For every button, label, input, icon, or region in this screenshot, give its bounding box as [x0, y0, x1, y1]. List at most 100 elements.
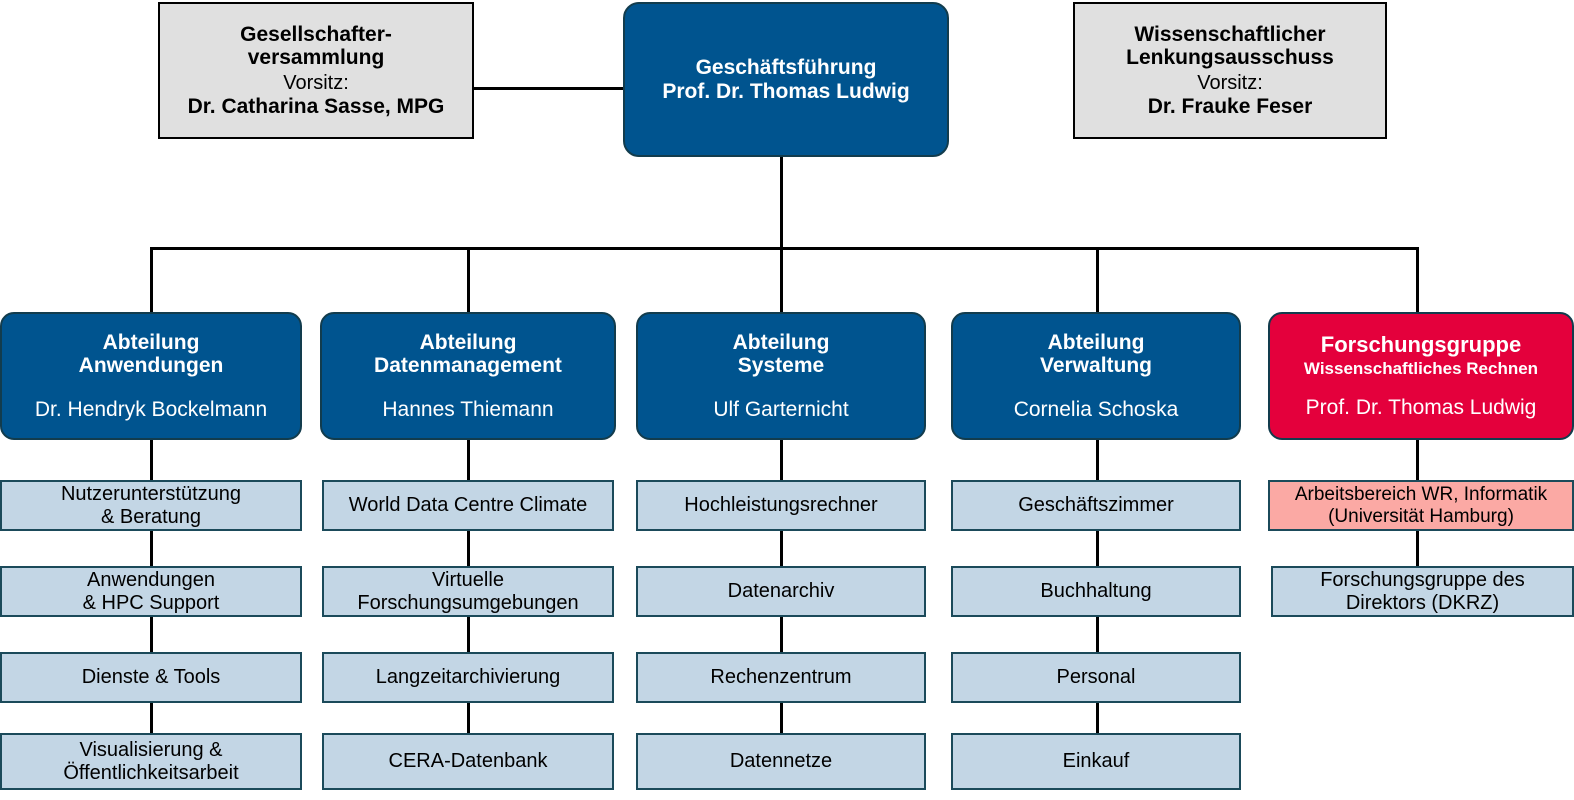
unit-box[interactable]: Geschäftszimmer	[951, 480, 1241, 531]
connector-bus-to-research-group	[1416, 247, 1419, 312]
steering-chair-person: Dr. Frauke Feser	[1147, 94, 1313, 118]
unit-label-line1: Einkauf	[1062, 750, 1130, 773]
unit-box[interactable]: Hochleistungsrechner	[636, 480, 926, 531]
shareholders-title-line2: versammlung	[247, 46, 385, 70]
scientific-steering-committee-box[interactable]: Wissenschaftlicher Lenkungsausschuss Vor…	[1073, 2, 1387, 139]
unit-label-line1: Virtuelle	[432, 569, 504, 592]
unit-label-line2: & HPC Support	[82, 591, 220, 614]
unit-label-line1: Datenarchiv	[727, 580, 835, 603]
department-box-systeme[interactable]: Abteilung Systeme Ulf Garternicht	[636, 312, 926, 440]
department-title-line1: Abteilung	[102, 330, 200, 354]
department-box-verwaltung[interactable]: Abteilung Verwaltung Cornelia Schoska	[951, 312, 1241, 440]
unit-label-line2: Direktors (DKRZ)	[1345, 591, 1500, 614]
unit-label-line1: Visualisierung &	[79, 739, 223, 762]
connector-col5-seg1	[1416, 440, 1419, 480]
research-group-subtitle: Wissenschaftliches Rechnen	[1303, 358, 1539, 378]
department-head: Ulf Garternicht	[713, 397, 849, 421]
unit-label-line1: CERA-Datenbank	[388, 750, 548, 773]
connector-col1-seg4	[150, 703, 153, 734]
connector-col1-seg2	[150, 531, 153, 567]
unit-label-line1: Personal	[1056, 666, 1136, 689]
connector-bus-to-dept-3	[780, 247, 783, 312]
shareholders-chair-person: Dr. Catharina Sasse, MPG	[187, 94, 445, 118]
connector-col5-seg2	[1416, 531, 1419, 567]
unit-label-line1: Hochleistungsrechner	[684, 494, 878, 517]
steering-title-line1: Wissenschaftlicher	[1134, 22, 1326, 46]
unit-label-line1: Dienste & Tools	[81, 666, 221, 689]
department-title-line2: Systeme	[737, 354, 825, 378]
unit-box[interactable]: Datennetze	[636, 733, 926, 790]
unit-label-line2: Öffentlichkeitsarbeit	[63, 761, 239, 784]
connector-executive-down	[780, 157, 783, 249]
unit-label-line1: Rechenzentrum	[710, 666, 852, 689]
department-head: Hannes Thiemann	[382, 397, 554, 421]
unit-label-line1: Datennetze	[729, 750, 833, 773]
connector-col4-seg4	[1096, 703, 1099, 734]
connector-col2-seg3	[467, 617, 470, 653]
unit-box[interactable]: Forschungsgruppe des Direktors (DKRZ)	[1271, 566, 1574, 617]
connector-bus-to-dept-2	[467, 247, 470, 312]
unit-box[interactable]: Datenarchiv	[636, 566, 926, 617]
unit-label-line1: Arbeitsbereich WR, Informatik	[1294, 484, 1548, 506]
connector-col2-seg1	[467, 440, 470, 480]
unit-box[interactable]: Personal	[951, 652, 1241, 703]
steering-title-line2: Lenkungsausschuss	[1126, 46, 1334, 70]
unit-label-line1: Langzeitarchivierung	[375, 666, 561, 689]
connector-col2-seg2	[467, 531, 470, 567]
department-title-line2: Datenmanagement	[374, 354, 562, 378]
research-group-title: Forschungsgruppe	[1320, 331, 1522, 357]
unit-box[interactable]: Anwendungen & HPC Support	[0, 566, 302, 617]
unit-box[interactable]: Nutzerunterstützung & Beratung	[0, 480, 302, 531]
shareholders-role-label: Vorsitz:	[283, 71, 349, 94]
department-title-line1: Abteilung	[1047, 330, 1145, 354]
connector-col2-seg4	[467, 703, 470, 734]
unit-box[interactable]: Virtuelle Forschungsumgebungen	[322, 566, 614, 617]
connector-col3-seg1	[780, 440, 783, 480]
unit-label-line1: Nutzerunterstützung	[60, 483, 242, 506]
connector-col3-seg3	[780, 617, 783, 653]
connector-bus-to-dept-1	[150, 247, 153, 312]
unit-label-line2: (Universität Hamburg)	[1328, 505, 1514, 527]
department-box-anwendungen[interactable]: Abteilung Anwendungen Dr. Hendryk Bockel…	[0, 312, 302, 440]
unit-box[interactable]: Buchhaltung	[951, 566, 1241, 617]
unit-box[interactable]: Dienste & Tools	[0, 652, 302, 703]
steering-role-label: Vorsitz:	[1197, 71, 1263, 94]
research-group-box[interactable]: Forschungsgruppe Wissenschaftliches Rech…	[1268, 312, 1574, 440]
connector-col3-seg2	[780, 531, 783, 567]
connector-bus-to-dept-4	[1096, 247, 1099, 312]
connector-shareholders-to-executive	[473, 87, 625, 90]
unit-label-line1: World Data Centre Climate	[348, 494, 588, 517]
connector-col1-seg1	[150, 440, 153, 480]
connector-col3-seg4	[780, 703, 783, 734]
department-title-line1: Abteilung	[732, 330, 830, 354]
executive-title: Geschäftsführung	[695, 55, 877, 79]
shareholders-assembly-box[interactable]: Gesellschafter- versammlung Vorsitz: Dr.…	[158, 2, 474, 139]
unit-label-line1: Anwendungen	[87, 569, 215, 592]
unit-box[interactable]: Rechenzentrum	[636, 652, 926, 703]
unit-label-line1: Geschäftszimmer	[1018, 494, 1174, 517]
unit-box[interactable]: CERA-Datenbank	[322, 733, 614, 790]
unit-label-line2: & Beratung	[100, 505, 202, 528]
executive-management-box[interactable]: Geschäftsführung Prof. Dr. Thomas Ludwig	[623, 2, 949, 157]
unit-box[interactable]: World Data Centre Climate	[322, 480, 614, 531]
department-head: Dr. Hendryk Bockelmann	[34, 397, 268, 421]
unit-label-line1: Forschungsgruppe des	[1320, 569, 1525, 592]
executive-person: Prof. Dr. Thomas Ludwig	[662, 79, 910, 103]
connector-col4-seg2	[1096, 531, 1099, 567]
department-box-datenmanagement[interactable]: Abteilung Datenmanagement Hannes Thieman…	[320, 312, 616, 440]
department-title-line1: Abteilung	[419, 330, 517, 354]
unit-box[interactable]: Langzeitarchivierung	[322, 652, 614, 703]
shareholders-title-line1: Gesellschafter-	[240, 22, 392, 46]
unit-label-line2: Forschungsumgebungen	[357, 591, 579, 614]
connector-department-bus	[151, 247, 1418, 250]
unit-box[interactable]: Visualisierung & Öffentlichkeitsarbeit	[0, 733, 302, 790]
unit-box[interactable]: Einkauf	[951, 733, 1241, 790]
connector-col4-seg3	[1096, 617, 1099, 653]
unit-label-line1: Buchhaltung	[1040, 580, 1152, 603]
unit-box-external[interactable]: Arbeitsbereich WR, Informatik (Universit…	[1268, 480, 1574, 531]
connector-col1-seg3	[150, 617, 153, 653]
department-title-line2: Verwaltung	[1039, 354, 1153, 378]
connector-col4-seg1	[1096, 440, 1099, 480]
department-head: Cornelia Schoska	[1013, 397, 1179, 421]
